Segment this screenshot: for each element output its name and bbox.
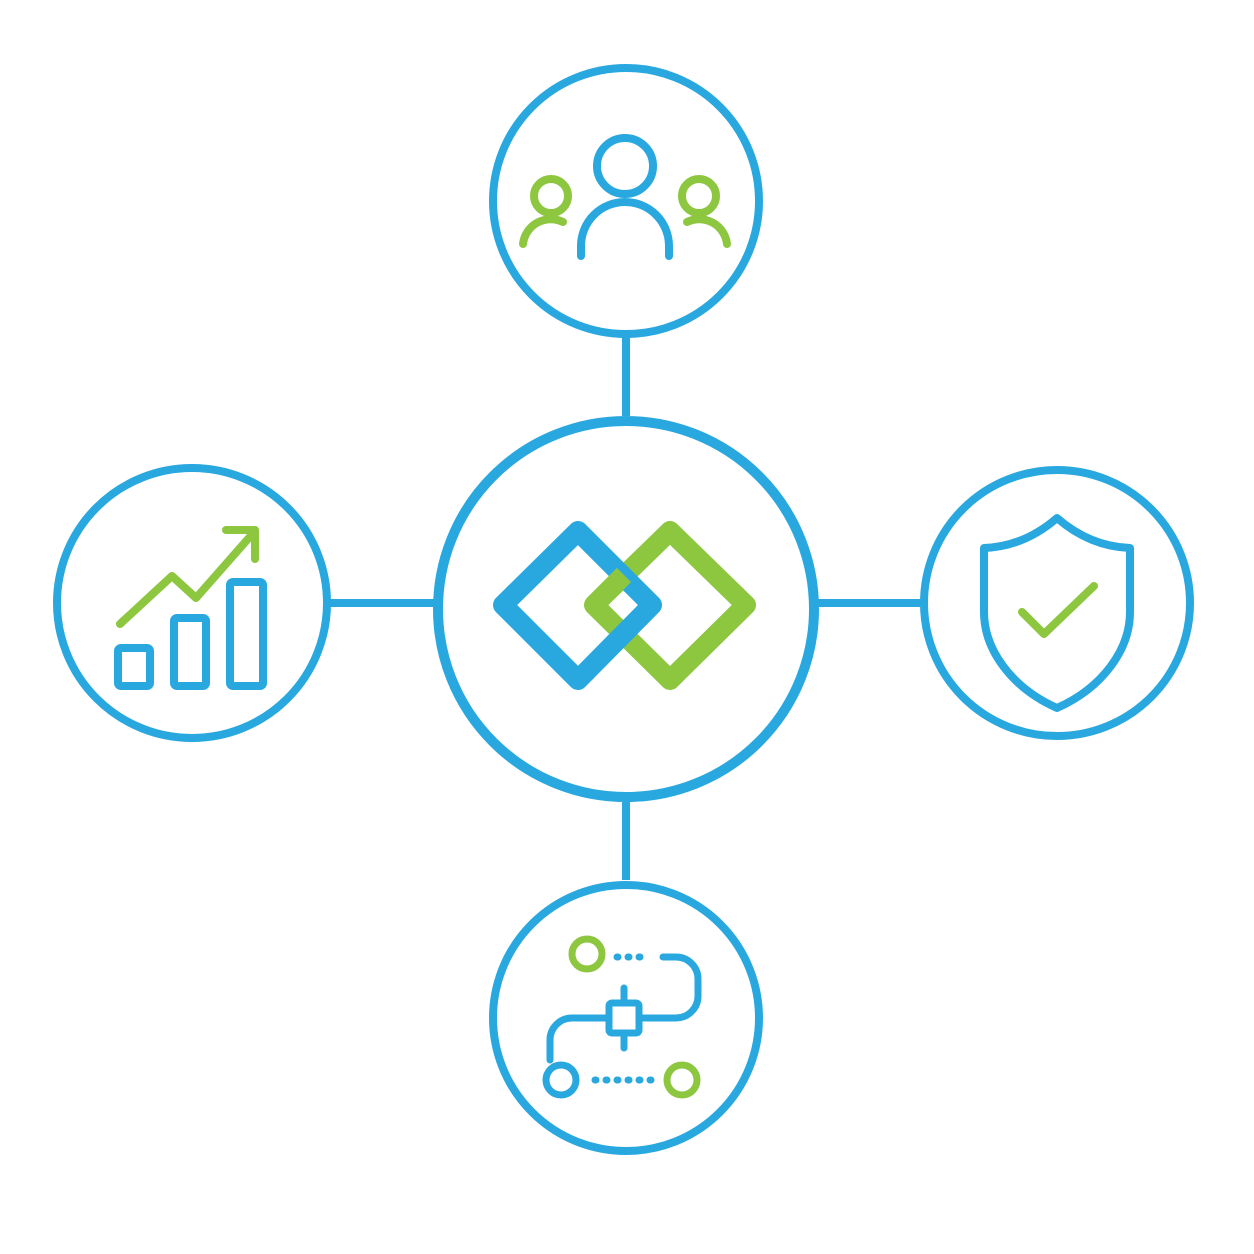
node-bottom xyxy=(489,881,763,1155)
people-group-icon xyxy=(519,134,731,260)
linked-diamonds-logo-icon xyxy=(493,521,756,690)
node-bottom-ring xyxy=(489,881,763,1155)
growth-chart-icon xyxy=(114,526,267,690)
node-right-ring xyxy=(920,466,1194,740)
node-right xyxy=(920,466,1194,740)
center-hub-ring xyxy=(433,416,819,802)
connectors xyxy=(327,336,922,880)
node-top xyxy=(489,64,763,338)
node-left xyxy=(53,464,331,742)
shield-check-icon xyxy=(980,514,1134,712)
node-left-ring xyxy=(53,464,331,742)
workflow-path-icon xyxy=(542,935,702,1099)
center-hub xyxy=(433,416,819,802)
logo-green-overlap xyxy=(586,567,632,613)
